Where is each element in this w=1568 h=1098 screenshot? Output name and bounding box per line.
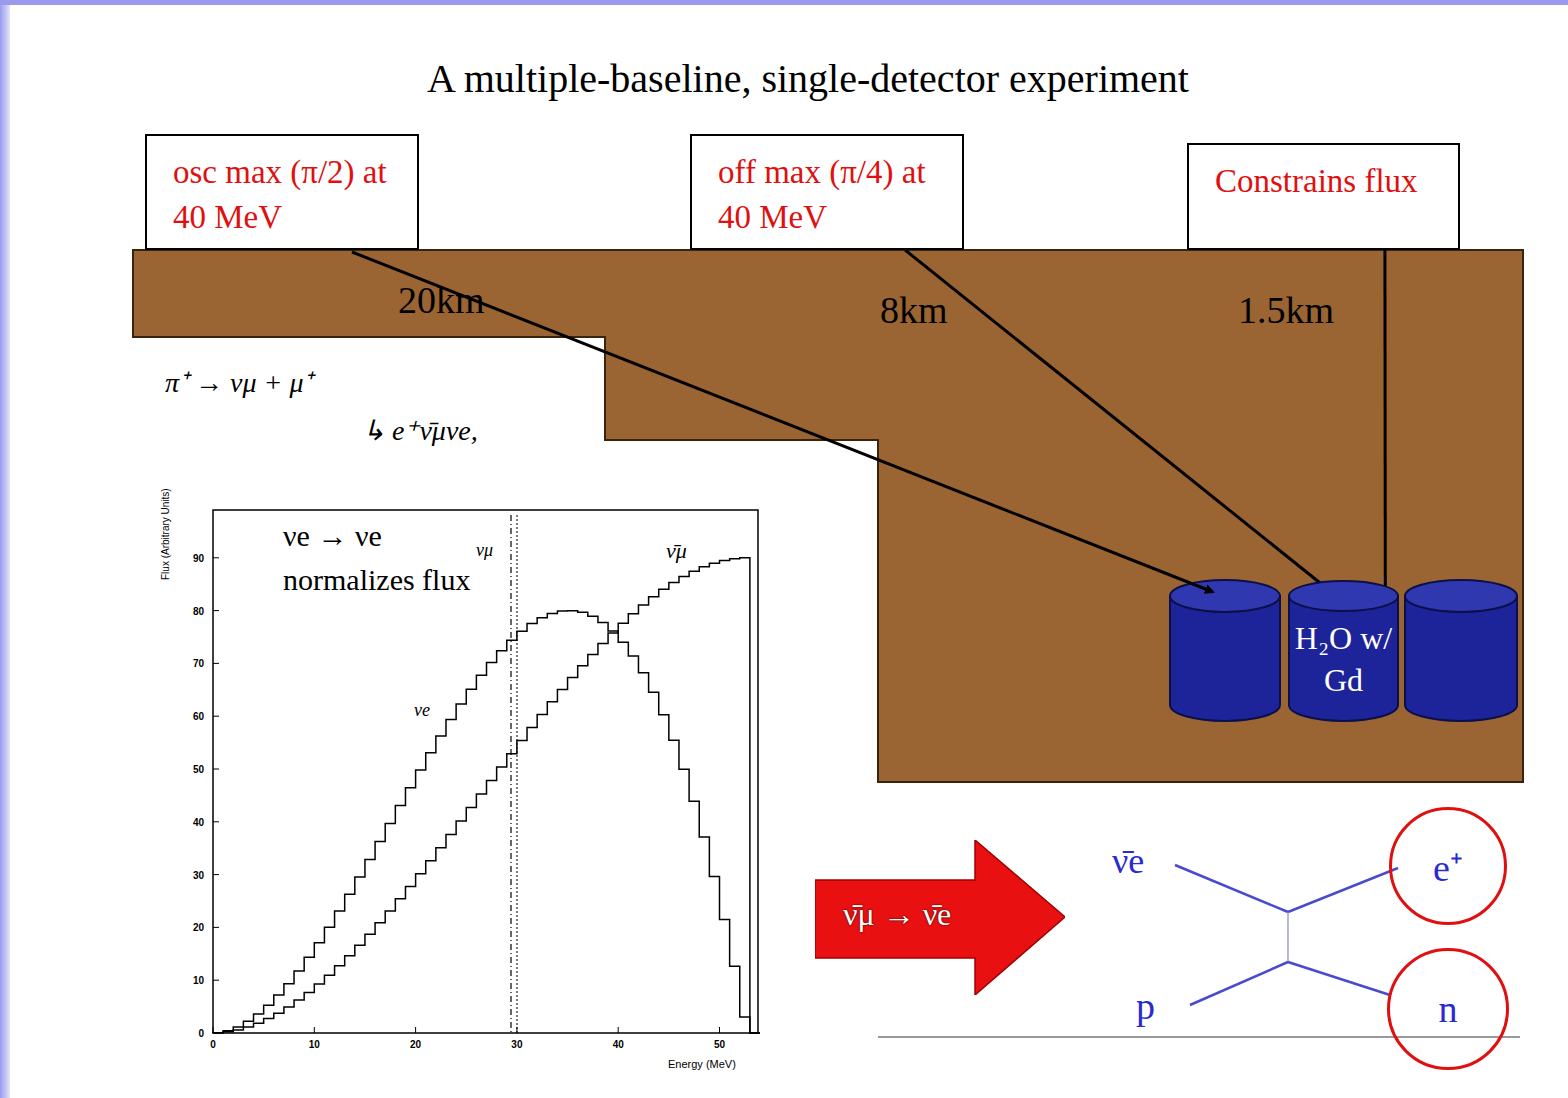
distance-label: 20km — [398, 278, 485, 322]
tick-label: 60 — [193, 711, 204, 722]
annotation: ν̄e — [1112, 840, 1144, 882]
annotation: νe → νe normalizes flux — [283, 514, 473, 601]
cylinder-body — [1289, 596, 1398, 721]
annotation: p — [1136, 984, 1155, 1028]
tick-label: 40 — [193, 816, 204, 827]
distance-label: 8km — [880, 288, 948, 332]
tick — [213, 769, 219, 770]
tick-label: 20 — [193, 922, 204, 933]
connector — [905, 250, 1334, 595]
tick-label: 0 — [198, 1028, 204, 1039]
leader-line — [352, 252, 1213, 592]
particle-circle: e⁺ — [1389, 807, 1507, 925]
tick-label: 90 — [193, 552, 204, 563]
tick — [213, 821, 219, 822]
tick-label: 10 — [193, 975, 204, 986]
annotation: Flux (Arbitrary Units) — [160, 488, 171, 580]
distance-label: 1.5km — [1238, 288, 1334, 332]
tick — [618, 1027, 619, 1033]
tick-label: 70 — [193, 658, 204, 669]
tick — [314, 1027, 315, 1033]
cylinder-top — [1289, 581, 1398, 611]
numubar-histogram — [213, 558, 760, 1033]
tick-label: 40 — [613, 1039, 624, 1050]
tick-label: 50 — [193, 764, 204, 775]
text-wrap: e⁺ — [1433, 840, 1463, 892]
tick — [213, 716, 219, 717]
detector-cylinder — [1405, 580, 1517, 721]
annotation: ν̄μ — [666, 538, 687, 564]
tick — [213, 980, 219, 981]
note-box: osc max (π/2) at 40 MeV — [145, 134, 419, 250]
nue-histogram — [213, 611, 760, 1033]
tick — [213, 874, 219, 875]
feynman-lines — [1175, 865, 1398, 1005]
detector-cylinder: H₂O w/ Gd — [1287, 580, 1400, 725]
tick-label: 30 — [193, 869, 204, 880]
tick — [213, 663, 219, 664]
particle-circle: n — [1387, 948, 1509, 1070]
top-stripe — [0, 0, 1568, 5]
tick — [213, 557, 219, 558]
node-text: ν̄μ → ν̄e — [843, 896, 1065, 933]
tick — [213, 610, 219, 611]
text-wrap: ν̄μ → ν̄e — [815, 840, 1065, 933]
tick-label: 30 — [511, 1039, 522, 1050]
text-wrap: H₂O w/ Gd — [1287, 580, 1400, 701]
connector — [1383, 250, 1386, 597]
tick-label: 50 — [714, 1039, 725, 1050]
tick-label: 0 — [210, 1039, 216, 1050]
tick-label: 20 — [410, 1039, 421, 1050]
annotation: ↳ e⁺ν̄μνe, — [362, 414, 478, 447]
node-text: osc max (π/2) at 40 MeV — [173, 150, 403, 239]
flux-chart — [213, 510, 760, 1033]
baseline-rule — [878, 1036, 1520, 1038]
note-box: Constrains flux — [1187, 143, 1460, 250]
tick-label: 10 — [309, 1039, 320, 1050]
tick — [213, 1027, 214, 1033]
tick — [719, 1027, 720, 1033]
tick — [415, 1027, 416, 1033]
node-text: n — [1439, 987, 1458, 1031]
note-box: off max (π/4) at 40 MeV — [690, 134, 964, 250]
tick — [516, 1027, 517, 1033]
tick — [213, 927, 219, 928]
node-text: H₂O w/ Gd — [1287, 618, 1400, 701]
arrow-fill — [815, 840, 1065, 995]
node-text: e⁺ — [1433, 840, 1463, 892]
annotation: Energy (MeV) — [668, 1058, 736, 1070]
title: A multiple-baseline, single-detector exp… — [427, 55, 1189, 102]
side-stripe — [0, 0, 10, 1098]
node-text: Constrains flux — [1215, 159, 1444, 204]
tick-label: 80 — [193, 605, 204, 616]
detector-cylinder — [1170, 580, 1280, 721]
process-arrow: ν̄μ → ν̄e — [815, 840, 1065, 995]
text-wrap: Constrains flux — [1215, 159, 1444, 204]
tick — [213, 1033, 219, 1034]
annotation: νe — [414, 700, 430, 721]
text-wrap: off max (π/4) at 40 MeV — [718, 150, 948, 239]
annotation: π⁺ → νμ + μ⁺ — [165, 362, 312, 400]
text-wrap: osc max (π/2) at 40 MeV — [173, 150, 403, 239]
text-wrap: n — [1439, 987, 1458, 1031]
node-text: off max (π/4) at 40 MeV — [718, 150, 948, 239]
annotation: νμ — [476, 540, 493, 561]
